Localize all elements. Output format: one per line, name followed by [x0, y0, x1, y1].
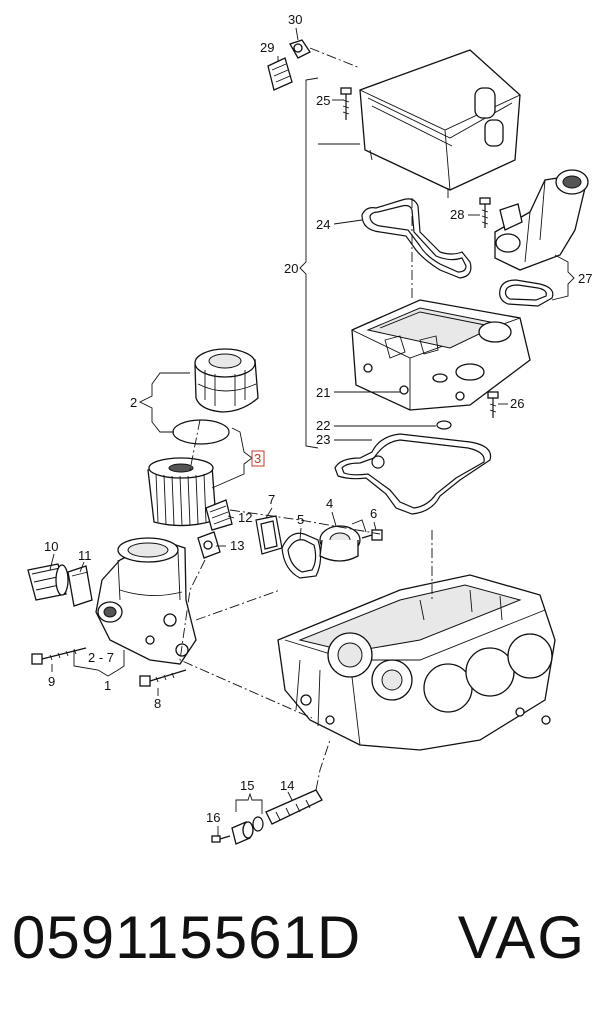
- connector-27: [494, 169, 589, 271]
- callout-2: 2: [130, 395, 137, 410]
- callout-22: 22: [316, 418, 330, 433]
- callout-24: 24: [316, 217, 330, 232]
- callout-27: 27: [578, 271, 592, 286]
- callout-3: 3: [254, 451, 261, 466]
- callout-29: 29: [260, 40, 274, 55]
- part-number: 059115561D: [12, 904, 362, 971]
- callout-9: 9: [48, 674, 55, 689]
- filter-element-3: [147, 457, 217, 527]
- oil-cooler: [359, 49, 521, 198]
- clamp-11: [67, 565, 93, 607]
- callout-13: 13: [230, 538, 244, 553]
- callout-labels: 30 29 25 24 28 20 27 21 26 22 23 2 3 7 1…: [44, 12, 592, 825]
- bolt-9: [31, 647, 87, 665]
- filter-cap-2: [194, 348, 259, 413]
- screw-25: [340, 87, 352, 120]
- engine-block: [277, 574, 556, 751]
- valve-block-21: [351, 299, 531, 411]
- screw-16: [211, 835, 231, 843]
- callout-12: 12: [238, 510, 252, 525]
- callout-26: 26: [510, 396, 524, 411]
- hose-29: [267, 57, 293, 91]
- callout-30: 30: [288, 12, 302, 27]
- plug-12: [205, 499, 233, 531]
- callout-5: 5: [297, 512, 304, 527]
- callout-8: 8: [154, 696, 161, 711]
- callout-10: 10: [44, 539, 58, 554]
- gasket-5: [281, 532, 322, 579]
- callout-25: 25: [316, 93, 330, 108]
- callout-1: 1: [104, 678, 111, 693]
- screw-26: [487, 391, 499, 418]
- o-ring-cap: [172, 419, 230, 445]
- callout-23: 23: [316, 432, 330, 447]
- callout-2-7: 2 - 7: [88, 650, 114, 665]
- brand-name: VAG: [457, 904, 586, 971]
- gasket-27: [499, 279, 554, 307]
- callout-11: 11: [78, 548, 92, 563]
- callout-21: 21: [316, 385, 330, 400]
- gasket-23: [334, 433, 492, 515]
- gasket-7: [255, 515, 283, 555]
- callout-28: 28: [450, 207, 464, 222]
- clip-13: [197, 531, 221, 559]
- o-ring-15a: [252, 816, 264, 832]
- hose-10: [27, 563, 69, 601]
- plug-15: [231, 821, 254, 845]
- callout-6: 6: [370, 506, 377, 521]
- callout-4: 4: [326, 496, 333, 511]
- o-ring-22: [436, 420, 452, 430]
- screw-28: [479, 197, 491, 228]
- screw-6: [361, 529, 383, 541]
- callout-14: 14: [280, 778, 294, 793]
- bolt-8: [139, 669, 187, 687]
- callout-16: 16: [206, 810, 220, 825]
- exploded-parts-diagram: 30 29 25 24 28 20 27 21 26 22 23 2 3 7 1…: [27, 12, 592, 845]
- callout-3-highlight-box: [251, 450, 265, 467]
- oil-pump-14: [265, 789, 323, 825]
- leader-lines: [49, 27, 575, 836]
- gasket-24: [361, 198, 472, 279]
- thermostat-4: [319, 519, 367, 562]
- callout-7: 7: [268, 492, 275, 507]
- callout-20: 20: [284, 261, 298, 276]
- clip-30: [289, 39, 311, 59]
- filter-housing-1: [95, 537, 197, 665]
- callout-15: 15: [240, 778, 254, 793]
